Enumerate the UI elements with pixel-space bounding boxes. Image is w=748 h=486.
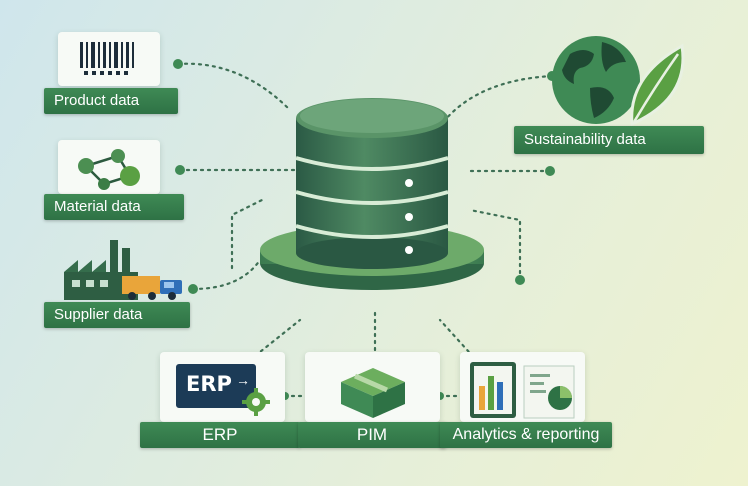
erp-card: ERP → (160, 352, 285, 422)
globe-leaf-icon (552, 36, 685, 127)
product-data-card (58, 32, 160, 86)
product-box-icon (341, 368, 405, 418)
pim-card (305, 352, 440, 422)
pim-label: PIM (298, 422, 446, 448)
erp-label: ERP (140, 422, 300, 448)
report-chart-icon (470, 362, 575, 419)
gear-icon (242, 388, 270, 416)
supplier-data-label: Supplier data (44, 302, 190, 328)
sustainability-data-label: Sustainability data (514, 126, 704, 154)
erp-screen-text: ERP (186, 372, 232, 396)
material-data-card (58, 140, 160, 194)
material-data-label: Material data (44, 194, 184, 220)
database-cylinder-icon (260, 98, 484, 290)
factory-truck-icon (64, 240, 182, 300)
molecule-network-icon (78, 149, 140, 190)
analytics-card (460, 352, 585, 422)
analytics-reporting-label: Analytics & reporting (440, 422, 612, 448)
arrow-right-icon: → (236, 372, 250, 388)
product-data-label: Product data (44, 88, 178, 114)
barcode-icon (80, 42, 134, 75)
